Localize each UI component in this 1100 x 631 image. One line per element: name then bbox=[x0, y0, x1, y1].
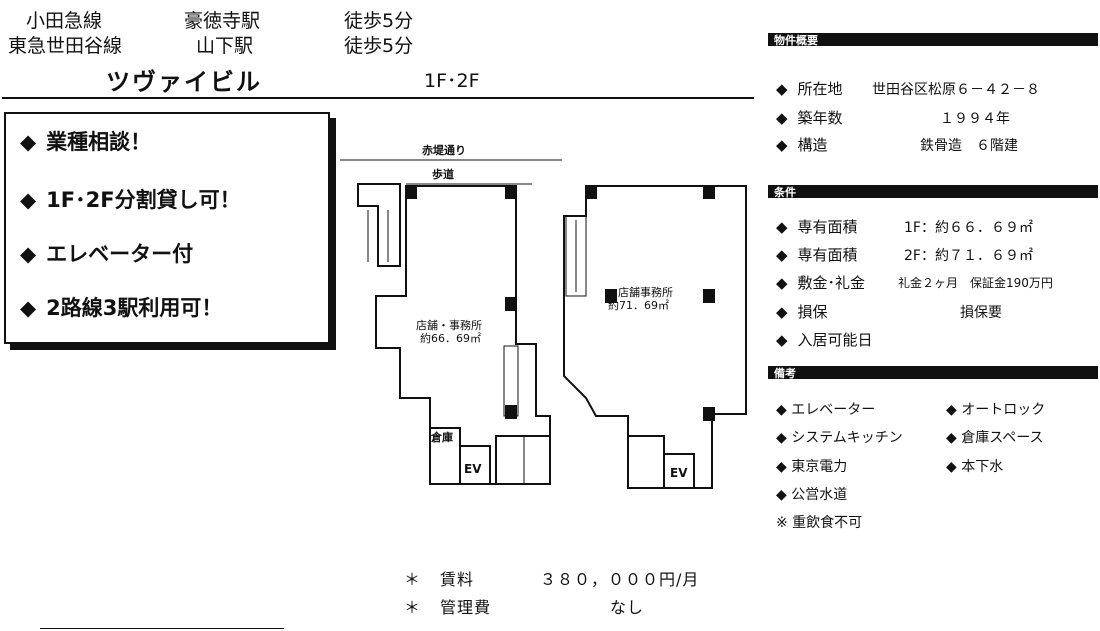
remark-item: ◆ 公営水道 bbox=[776, 487, 848, 503]
street-label: 赤堤通り bbox=[422, 143, 466, 157]
access-station-2: 山下駅 bbox=[196, 35, 254, 57]
remark-item: ◆ システムキッチン bbox=[776, 430, 903, 446]
remarks-header: 備考 bbox=[768, 366, 1098, 380]
fee-mgmt-label: 管理費 bbox=[440, 598, 492, 617]
remark-item: ◆ 本下水 bbox=[946, 459, 1004, 475]
access-station-1: 豪徳寺駅 bbox=[184, 10, 261, 32]
diamond-icon: ◆ bbox=[776, 331, 788, 349]
fee-rent-label: 賃料 bbox=[440, 570, 475, 589]
diamond-icon: ◆ bbox=[20, 296, 37, 320]
building-name: ツヴァイビル bbox=[106, 68, 262, 96]
diamond-icon: ◆ bbox=[20, 188, 37, 212]
f1-area-label: 約66．69㎡ bbox=[420, 331, 481, 345]
storage-label: 倉庫 bbox=[430, 430, 453, 444]
overview-row-address: ◆所在地世田谷区松原６－４２－８ bbox=[776, 80, 1040, 98]
conditions-row-movein: ◆入居可能日 bbox=[776, 331, 873, 349]
conditions-row-deposit: ◆敷金･礼金礼金２ヶ月 保証金190万円 bbox=[776, 274, 1053, 292]
remark-item: ※ 重飲食不可 bbox=[776, 515, 863, 531]
diamond-icon: ◆ bbox=[776, 109, 788, 127]
overview-row-structure: ◆構造鉄骨造 ６階建 bbox=[776, 136, 1018, 154]
fee-rent-value: ３８０，０００円/月 bbox=[540, 570, 700, 589]
f2-area-label: 約71．69㎡ bbox=[608, 298, 669, 312]
access-line-1: 小田急線 bbox=[26, 10, 103, 32]
ev-label-2f: EV bbox=[670, 466, 688, 480]
f2-room-label: 店舗事務所 bbox=[618, 285, 673, 299]
access-walk-2: 徒歩5分 bbox=[344, 35, 414, 57]
feature-item: ◆1F･2F分割貸し可！ bbox=[20, 188, 241, 212]
footer-rule bbox=[40, 628, 284, 629]
fee-mgmt-mark: ＊ bbox=[404, 598, 422, 617]
f1-room-label: 店舗・事務所 bbox=[416, 318, 482, 332]
ev-label-1f: EV bbox=[464, 462, 482, 476]
floor-1-plan: 倉庫 EV 店舗・事務所 約66．69㎡ bbox=[357, 183, 551, 485]
remark-item: ◆ エレベーター bbox=[776, 402, 876, 418]
remark-item: ◆ 東京電力 bbox=[776, 459, 848, 475]
overview-header: 物件概要 bbox=[768, 33, 1098, 47]
remark-item: ◆ 倉庫スペース bbox=[946, 430, 1044, 446]
diamond-icon: ◆ bbox=[776, 136, 788, 154]
sidewalk-label: 歩道 bbox=[432, 167, 454, 181]
floor-2-plan: EV 店舗事務所 約71．69㎡ bbox=[563, 185, 747, 489]
diamond-icon: ◆ bbox=[776, 80, 788, 98]
feature-item: ◆2路線3駅利用可！ bbox=[20, 296, 223, 320]
conditions-header: 条件 bbox=[768, 185, 1098, 199]
title-rule bbox=[2, 97, 754, 99]
diamond-icon: ◆ bbox=[20, 130, 37, 154]
features-box: ◆業種相談！ ◆1F･2F分割貸し可！ ◆エレベーター付 ◆2路線3駅利用可！ bbox=[4, 112, 330, 344]
conditions-row-insurance: ◆損保損保要 bbox=[776, 303, 1002, 321]
access-line-2: 東急世田谷線 bbox=[8, 35, 123, 57]
diamond-icon: ◆ bbox=[776, 274, 788, 292]
remark-item: ◆ オートロック bbox=[946, 402, 1046, 418]
diamond-icon: ◆ bbox=[20, 242, 37, 266]
floor-plan: 赤堤通り 歩道 倉庫 EV 店舗・事務所 約66．69㎡ EV 店舗事務所 bbox=[340, 143, 747, 489]
fee-rent-mark: ＊ bbox=[404, 570, 422, 589]
diamond-icon: ◆ bbox=[776, 303, 788, 321]
feature-item: ◆業種相談！ bbox=[20, 130, 152, 154]
access-walk-1: 徒歩5分 bbox=[344, 10, 414, 32]
diamond-icon: ◆ bbox=[776, 246, 788, 264]
diamond-icon: ◆ bbox=[776, 218, 788, 236]
fee-mgmt-value: なし bbox=[610, 598, 645, 617]
feature-item: ◆エレベーター付 bbox=[20, 242, 194, 266]
building-floors: 1F･2F bbox=[424, 70, 480, 92]
